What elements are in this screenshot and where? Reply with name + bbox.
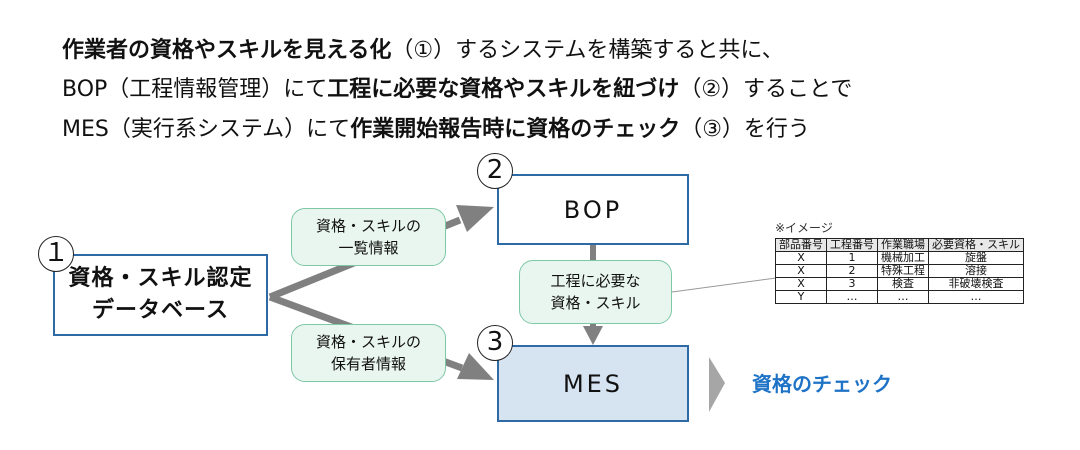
heading-1-bold: 作業者の資格やスキルを見える化 [62, 38, 392, 63]
table-cell: 3 [826, 277, 878, 291]
required-skill-line-2: 資格・スキル [550, 294, 641, 312]
table-cell: … [877, 290, 929, 304]
table-cell: 旋盤 [928, 251, 1024, 265]
skill-list-line-2: 一覧情報 [338, 239, 399, 257]
table-cell: X [775, 264, 827, 278]
table-cell: … [928, 290, 1024, 304]
skill-list-line-1: 資格・スキルの [315, 217, 421, 235]
table-cell: 溶接 [928, 264, 1024, 278]
bop-box: BOP [497, 174, 689, 245]
skill-holders-line-1: 資格・スキルの [315, 333, 421, 351]
sample-header-cell: 部品番号 [775, 238, 827, 252]
skill-database-box: 資格・スキル認定 データベース [53, 254, 268, 336]
database-label-1: 資格・スキル認定 [68, 266, 253, 291]
table-cell: 1 [826, 251, 878, 265]
skill-holders-line-2: 保有者情報 [330, 355, 406, 373]
mes-box: MES [497, 345, 689, 422]
database-label-2: データベース [92, 298, 229, 323]
heading-2-bold: 工程に必要な資格やスキルを紐づけ [327, 77, 680, 102]
table-row: Y … … … [775, 290, 1024, 304]
table-cell: 非破壊検査 [928, 277, 1024, 291]
bubble-to-table-line [671, 277, 777, 293]
table-cell: 2 [826, 264, 878, 278]
qualification-check-label: 資格のチェック [752, 372, 892, 396]
required-skill-bubble: 工程に必要な 資格・スキル [519, 260, 672, 324]
heading-3-text-b: （③）を行う [680, 117, 810, 142]
sample-header-cell: 必要資格・スキル [928, 238, 1024, 252]
table-row: X 2 特殊工程 溶接 [775, 264, 1024, 278]
mes-label: MES [562, 369, 624, 398]
table-cell: … [826, 290, 878, 304]
heading-3-text-a: MES（実行系システム）にて [62, 117, 351, 142]
table-cell: 特殊工程 [877, 264, 929, 278]
bop-to-mes-arrowhead [583, 326, 603, 345]
marker-3: 3 [477, 325, 513, 361]
db-to-mes-arrowhead [457, 353, 494, 380]
sample-header-cell: 作業職場 [877, 238, 929, 252]
db-to-bop-arrowhead [456, 205, 494, 232]
skill-list-bubble: 資格・スキルの 一覧情報 [291, 208, 446, 266]
table-cell: 機械加工 [877, 251, 929, 265]
table-cell: 検査 [877, 277, 929, 291]
image-note: ※イメージ [775, 221, 833, 235]
heading-2-text-b: （②）することで [679, 77, 853, 102]
table-row: X 1 機械加工 旋盤 [775, 251, 1024, 265]
heading-line-3: MES（実行系システム）にて作業開始報告時に資格のチェック（③）を行う [62, 116, 810, 144]
marker-2: 2 [477, 153, 513, 189]
sample-header-cell: 工程番号 [826, 238, 878, 252]
result-chevron [709, 357, 725, 412]
bop-label: BOP [563, 195, 623, 224]
table-row: X 3 検査 非破壊検査 [775, 277, 1024, 291]
heading-3-bold: 作業開始報告時に資格のチェック [350, 117, 681, 142]
table-cell: Y [775, 290, 827, 304]
table-cell: X [775, 277, 827, 291]
skill-holders-bubble: 資格・スキルの 保有者情報 [291, 324, 446, 382]
required-skill-line-1: 工程に必要な [550, 272, 641, 290]
heading-2-text-a: BOP（工程情報管理）にて [62, 77, 328, 102]
heading-line-2: BOP（工程情報管理）にて工程に必要な資格やスキルを紐づけ（②）することで [62, 76, 852, 104]
table-cell: X [775, 251, 827, 265]
sample-table: 部品番号 工程番号 作業職場 必要資格・スキル X 1 機械加工 旋盤 X 2 … [775, 238, 1024, 304]
heading-1-text: （①）するシステムを構築すると共に、 [391, 38, 784, 63]
marker-1: １ [38, 236, 74, 272]
sample-table-header-row: 部品番号 工程番号 作業職場 必要資格・スキル [775, 238, 1024, 252]
heading-line-1: 作業者の資格やスキルを見える化（①）するシステムを構築すると共に、 [62, 37, 784, 65]
